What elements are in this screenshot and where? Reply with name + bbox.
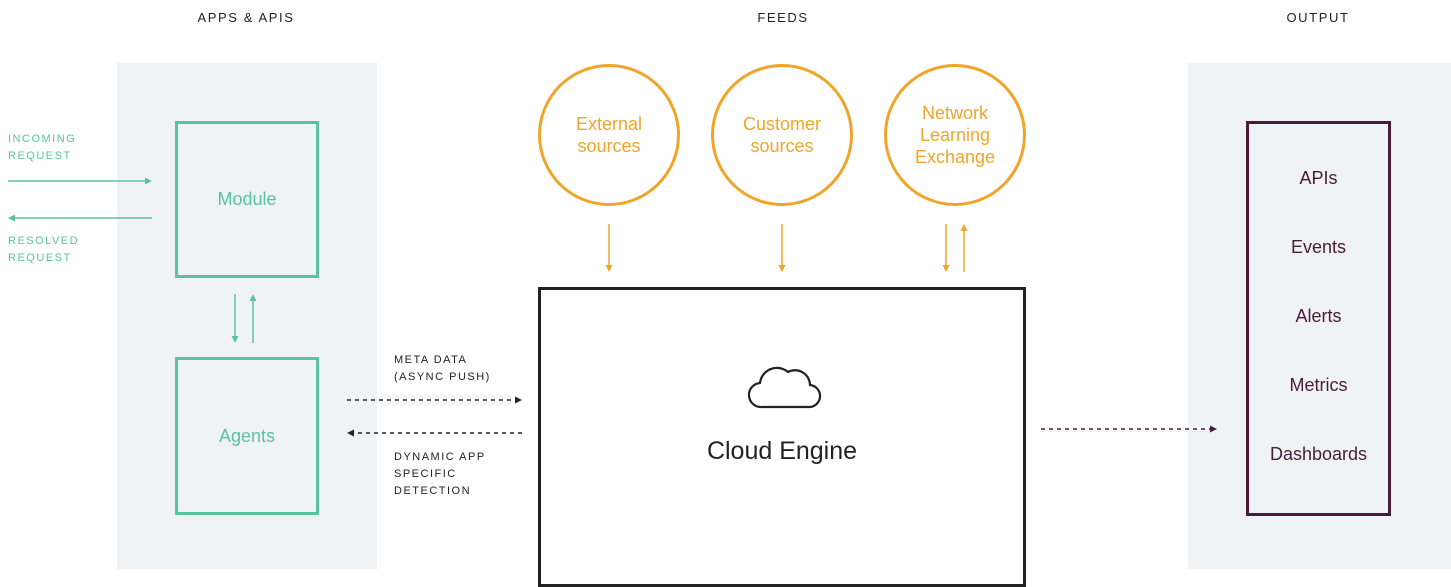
network-feed-up-arrow	[960, 224, 968, 272]
meta-data-arrow	[347, 396, 522, 404]
agents-label: Agents	[218, 425, 276, 446]
apps-panel	[117, 63, 377, 569]
network-label-line2: Learning	[919, 125, 991, 145]
output-item-dashboards: Dashboards	[1269, 444, 1368, 464]
module-to-agents-arrow	[231, 294, 239, 343]
network-label-line1: Network	[921, 103, 988, 123]
network-learning-exchange-circle: Network Learning Exchange	[884, 64, 1026, 206]
meta-label-line2: (ASYNC PUSH)	[394, 371, 491, 383]
dynamic-label-line1: DYNAMIC APP	[394, 451, 486, 463]
network-feed-down-arrow	[942, 224, 950, 272]
external-label-line2: sources	[577, 136, 641, 156]
customer-label-line2: sources	[750, 136, 814, 156]
agents-box: Agents	[175, 357, 319, 515]
module-label: Module	[217, 189, 277, 209]
resolved-request-label: RESOLVED REQUEST	[8, 233, 79, 267]
cloud-icon	[747, 366, 822, 409]
incoming-arrow	[8, 177, 152, 185]
meta-label-line1: META DATA	[394, 354, 468, 366]
connector-arrows	[8, 177, 1217, 437]
output-item-metrics: Metrics	[1289, 375, 1348, 395]
dynamic-detection-arrow	[347, 429, 522, 437]
customer-feed-arrow	[778, 224, 786, 272]
cloud-engine-title: Cloud Engine	[706, 437, 858, 465]
output-arrow	[1041, 425, 1217, 433]
feeds-header: FEEDS	[757, 10, 809, 25]
module-box: Module	[175, 121, 319, 278]
dynamic-detection-label: DYNAMIC APP SPECIFIC DETECTION	[394, 449, 486, 500]
output-item-events: Events	[1290, 237, 1347, 257]
resolved-label-line2: REQUEST	[8, 252, 72, 264]
output-item-alerts: Alerts	[1295, 306, 1342, 326]
dynamic-label-line2: SPECIFIC	[394, 468, 457, 480]
meta-data-label: META DATA (ASYNC PUSH)	[394, 352, 491, 386]
output-box	[1246, 121, 1391, 516]
customer-sources-circle: Customer sources	[711, 64, 853, 206]
customer-label-line1: Customer	[742, 114, 822, 134]
incoming-label-line1: INCOMING	[8, 133, 77, 145]
network-label-line3: Exchange	[914, 147, 996, 167]
output-item-apis: APIs	[1299, 168, 1338, 188]
output-header: OUTPUT	[1286, 10, 1350, 25]
apps-header: APPS & APIS	[197, 10, 295, 25]
external-feed-arrow	[605, 224, 613, 272]
resolved-label-line1: RESOLVED	[8, 235, 80, 247]
output-panel	[1188, 63, 1451, 569]
agents-to-module-arrow	[249, 294, 257, 343]
incoming-label-line2: REQUEST	[8, 150, 72, 162]
external-sources-circle: External sources	[538, 64, 680, 206]
resolved-arrow	[8, 214, 152, 222]
incoming-request-label: INCOMING REQUEST	[8, 131, 76, 165]
dynamic-label-line3: DETECTION	[394, 485, 472, 497]
external-label-line1: External	[575, 114, 643, 134]
